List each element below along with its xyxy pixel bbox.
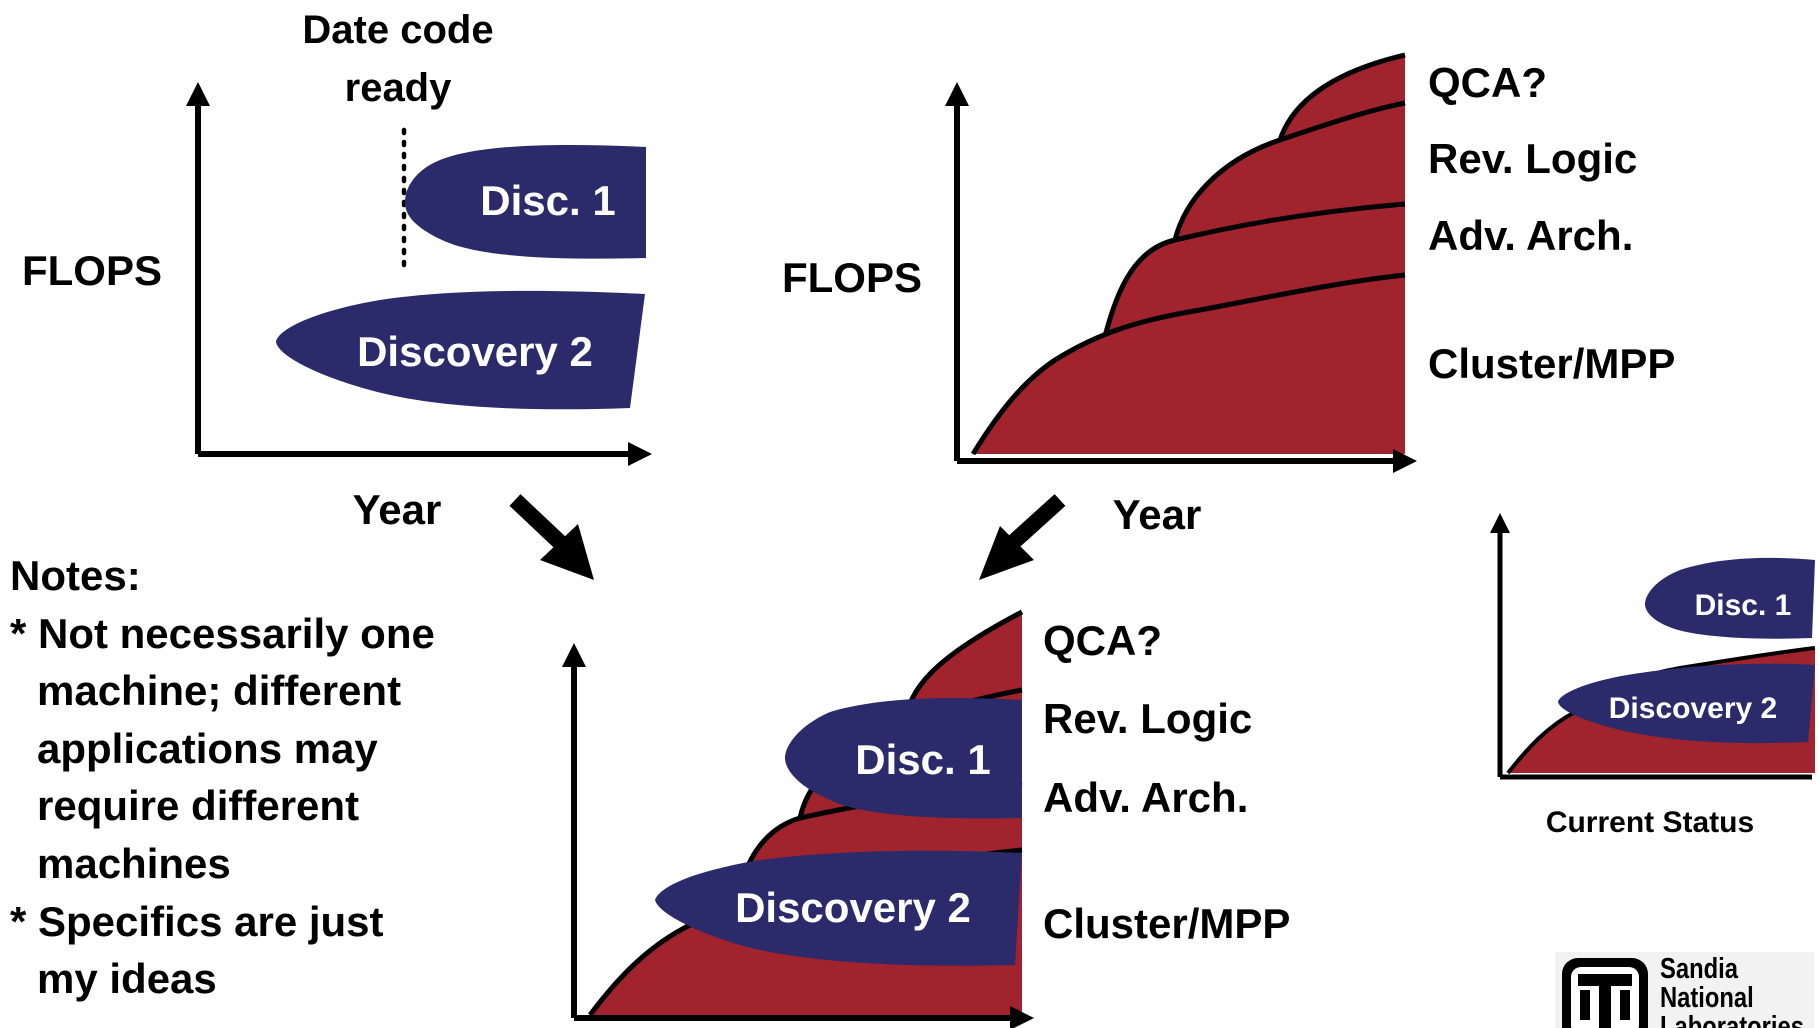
tier-boundary-revlogic <box>1172 100 1406 241</box>
discovery2-label: Discovery 2 <box>1609 692 1777 725</box>
tier-boundary-qca <box>1277 52 1406 141</box>
panel-technology-roadmap: FLOPS Year QCA? Rev. Logic Adv. Arch. Cl… <box>782 52 1675 538</box>
tier-label-qca: QCA? <box>1043 617 1162 664</box>
disc1-label: Disc. 1 <box>855 736 990 783</box>
notes-line: * Specifics are just <box>10 898 384 945</box>
tier-label-advarch: Adv. Arch. <box>1043 774 1248 821</box>
technology-area <box>973 55 1405 454</box>
tier-label-qca: QCA? <box>1428 59 1547 106</box>
panel-merged-roadmap: Disc. 1 Discovery 2 QCA? Rev. Logic Adv.… <box>562 609 1290 1028</box>
tier-boundary-advarch <box>1102 201 1406 337</box>
x-axis-label: Year <box>1113 491 1202 538</box>
disc1-shape <box>1645 557 1815 639</box>
tier-label-revlogic: Rev. Logic <box>1043 695 1252 742</box>
notes-line: my ideas <box>37 955 217 1002</box>
notes-line: machine; different <box>37 667 401 714</box>
notes-heading: Notes: <box>10 552 141 599</box>
tier-label-revlogic: Rev. Logic <box>1428 135 1637 182</box>
current-status-caption: Current Status <box>1546 806 1754 839</box>
date-code-label-line1: Date code <box>302 8 493 52</box>
y-axis-label: FLOPS <box>22 247 162 294</box>
notes-line: machines <box>37 840 231 887</box>
tier-boundary-cluster <box>970 272 1406 456</box>
notes-line: * Not necessarily one <box>10 610 435 657</box>
date-code-label-line2: ready <box>345 66 452 110</box>
arrow-to-merged-left <box>509 494 594 580</box>
discovery2-label: Discovery 2 <box>357 328 593 375</box>
notes-line: applications may <box>37 725 378 772</box>
x-axis-label: Year <box>353 486 442 533</box>
logo-text-line2: National <box>1660 981 1754 1014</box>
discovery2-label: Discovery 2 <box>735 884 971 931</box>
logo-text-line3: Laboratories <box>1660 1010 1804 1028</box>
disc1-shape <box>785 697 1022 819</box>
panel-current-status: Disc. 1 Discovery 2 Current Status <box>1490 513 1815 839</box>
tier-label-cluster: Cluster/MPP <box>1043 900 1290 947</box>
tier-label-advarch: Adv. Arch. <box>1428 212 1633 259</box>
panel-discovery-schedule: Date code ready FLOPS Year Disc. 1 Disco… <box>22 8 652 533</box>
y-axis-label: FLOPS <box>782 254 922 301</box>
disc1-label: Disc. 1 <box>480 177 615 224</box>
disc1-shape <box>405 145 646 259</box>
notes-block: Notes: * Not necessarily one machine; di… <box>10 552 435 1002</box>
tier-label-cluster: Cluster/MPP <box>1428 340 1675 387</box>
discovery2-shape <box>276 290 645 410</box>
notes-line: require different <box>37 782 359 829</box>
thunderbird-icon <box>1562 958 1648 1028</box>
discovery2-shape <box>1558 663 1815 744</box>
disc1-label: Disc. 1 <box>1695 589 1792 622</box>
discovery2-shape <box>655 850 1022 966</box>
logo-text-line1: Sandia <box>1660 952 1738 985</box>
arrow-to-merged-right <box>979 494 1066 580</box>
sandia-logo: Sandia National Laboratories <box>1555 952 1814 1028</box>
